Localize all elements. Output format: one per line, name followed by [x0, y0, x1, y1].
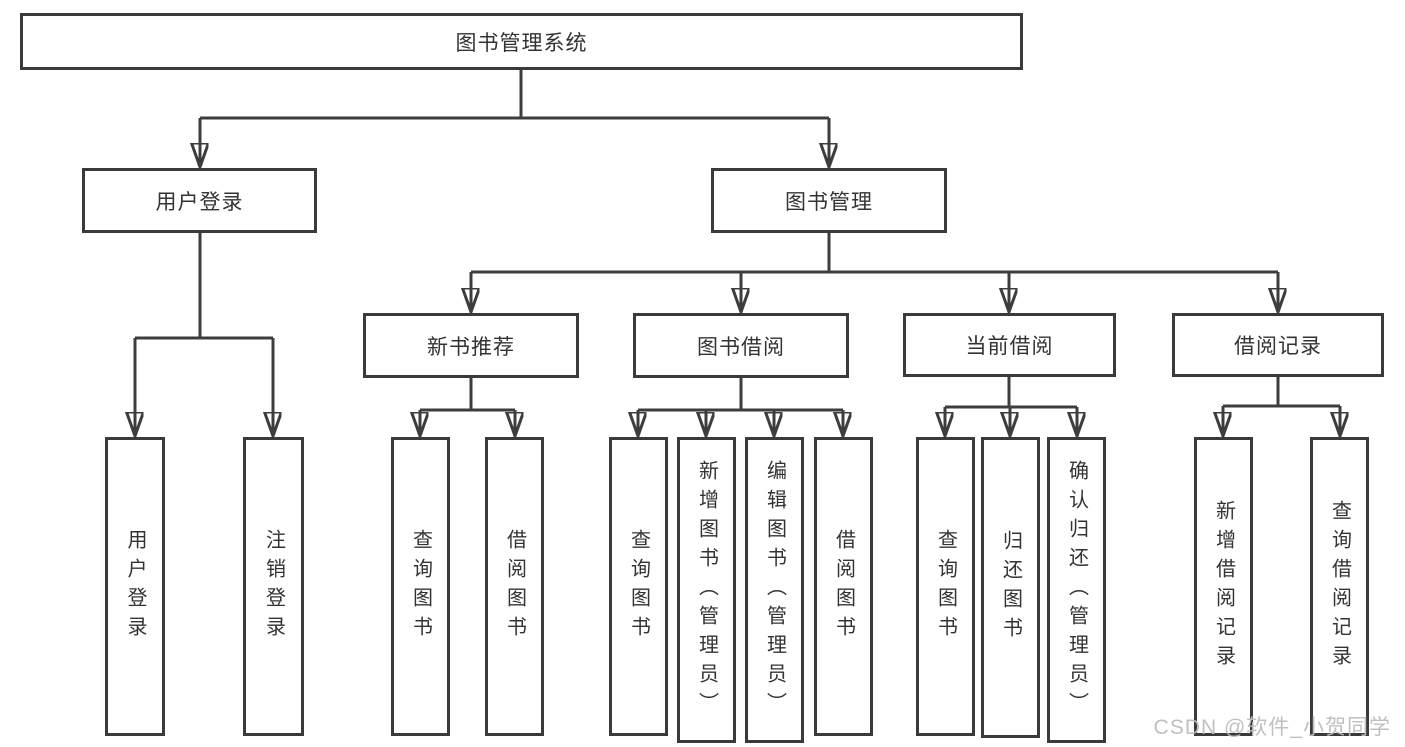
node-book-management-label: 图书管理: [785, 190, 873, 214]
watermark: CSDN @软件_小贺同学: [1153, 716, 1391, 739]
node-leaf-br-query-record-label: 查询借阅记录: [1328, 499, 1351, 674]
node-leaf-cb-return-books: 归还图书: [981, 437, 1040, 738]
node-leaf-bb-add-books-admin-label: 新增图书（管理员）: [695, 459, 718, 721]
node-leaf-br-add-record: 新增借阅记录: [1194, 437, 1253, 736]
node-leaf-cb-confirm-return-admin-label: 确认归还（管理员）: [1065, 459, 1088, 721]
node-borrow-record-label: 借阅记录: [1234, 335, 1322, 358]
node-new-book-recommend-label: 新书推荐: [427, 335, 515, 359]
node-leaf-cb-return-books-label: 归还图书: [999, 529, 1022, 646]
node-leaf-nb-borrow-books-label: 借阅图书: [503, 528, 526, 645]
node-leaf-user-login-label: 用户登录: [124, 528, 146, 645]
node-leaf-logout: 注销登录: [243, 437, 304, 736]
connector-user-login-children: [135, 233, 273, 436]
node-leaf-bb-query-books: 查询图书: [609, 437, 668, 736]
node-leaf-nb-query-books-label: 查询图书: [409, 528, 432, 645]
node-leaf-bb-edit-books-admin-label: 编辑图书（管理员）: [763, 459, 786, 721]
node-leaf-br-query-record: 查询借阅记录: [1310, 437, 1369, 736]
connector-borrow-record-children: [1223, 377, 1340, 436]
node-book-management: 图书管理: [711, 168, 947, 233]
node-leaf-user-login: 用户登录: [105, 437, 165, 736]
node-book-borrow-label: 图书借阅: [697, 335, 785, 359]
node-leaf-cb-query-books: 查询图书: [916, 437, 975, 736]
node-leaf-nb-query-books: 查询图书: [391, 437, 450, 736]
connector-current-borrow-children: [945, 377, 1077, 436]
node-leaf-cb-confirm-return-admin: 确认归还（管理员）: [1047, 437, 1106, 743]
node-root: 图书管理系统: [20, 13, 1023, 70]
node-current-borrow-label: 当前借阅: [965, 335, 1054, 358]
node-leaf-nb-borrow-books: 借阅图书: [485, 437, 544, 736]
connector-root-to-level2: [200, 70, 829, 167]
node-borrow-record: 借阅记录: [1172, 313, 1384, 377]
node-leaf-bb-borrow-books: 借阅图书: [814, 437, 873, 736]
node-user-login-label: 用户登录: [155, 190, 244, 214]
node-leaf-cb-query-books-label: 查询图书: [934, 528, 957, 645]
node-user-login: 用户登录: [82, 168, 317, 233]
node-leaf-bb-edit-books-admin: 编辑图书（管理员）: [745, 437, 804, 743]
node-root-label: 图书管理系统: [455, 31, 588, 55]
node-leaf-bb-add-books-admin: 新增图书（管理员）: [677, 437, 736, 743]
node-leaf-bb-query-books-label: 查询图书: [627, 528, 650, 645]
connector-book-mgmt-children: [471, 233, 1278, 312]
node-leaf-logout-label: 注销登录: [262, 528, 285, 645]
connector-new-book-children: [420, 378, 515, 436]
node-book-borrow: 图书借阅: [633, 313, 849, 378]
node-leaf-br-add-record-label: 新增借阅记录: [1212, 499, 1235, 674]
node-current-borrow: 当前借阅: [903, 313, 1116, 377]
node-leaf-bb-borrow-books-label: 借阅图书: [832, 528, 855, 645]
connector-book-borrow-children: [638, 378, 843, 436]
node-new-book-recommend: 新书推荐: [363, 313, 579, 378]
